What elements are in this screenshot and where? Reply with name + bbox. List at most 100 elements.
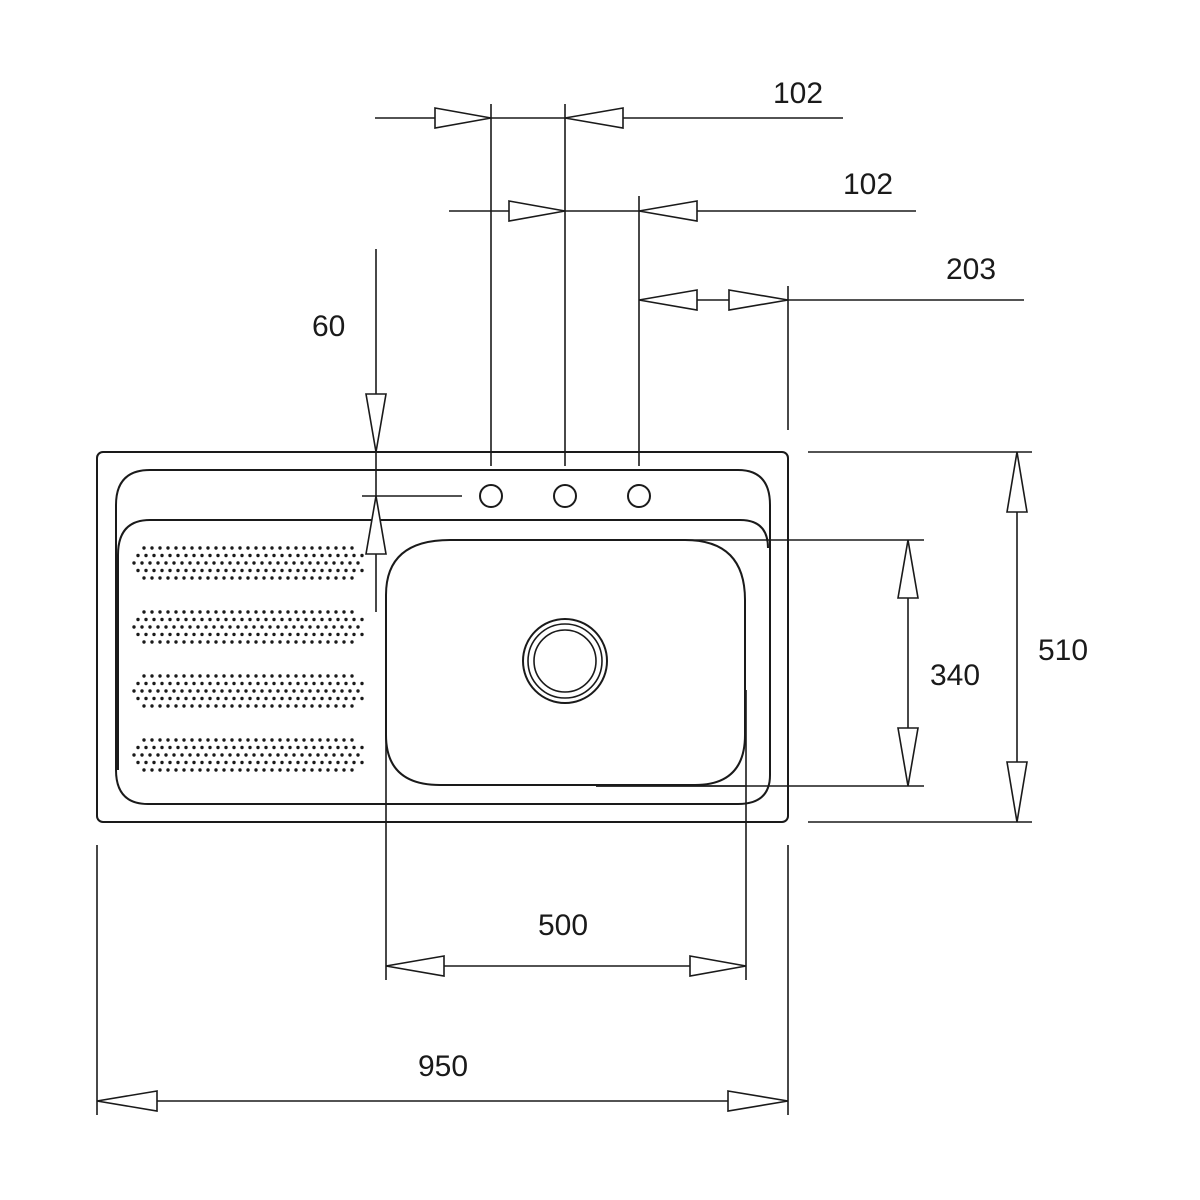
drainer-dot — [336, 760, 340, 765]
drainer-dot — [176, 617, 180, 622]
drainer-dot — [188, 625, 192, 629]
drainer-dot — [240, 568, 244, 573]
arrow-head — [1006, 761, 1028, 823]
drainer-dot — [206, 674, 210, 678]
drainer-dot — [272, 745, 276, 750]
drainer-dot — [356, 753, 360, 757]
drainer-dot — [142, 610, 146, 614]
drainer-dot — [348, 753, 352, 757]
drainer-dot — [336, 681, 340, 686]
drainer-dot — [224, 745, 228, 750]
drainer-dot — [324, 753, 328, 757]
drainer-dot — [310, 610, 314, 614]
drainer-dot — [166, 576, 170, 580]
drainer-dot — [172, 753, 176, 757]
drainer-dot — [334, 546, 338, 550]
drainer-dot — [344, 760, 348, 765]
drainer-dot — [344, 568, 348, 573]
drainer-dot — [280, 681, 284, 686]
drainer-dot — [328, 553, 332, 558]
drainer-dot — [196, 561, 200, 565]
drainer-dot — [312, 632, 316, 637]
drainer-dot — [324, 561, 328, 565]
drainer-dot — [222, 610, 226, 614]
drainer-dot — [206, 704, 210, 708]
drainer-dot — [204, 561, 208, 565]
drainer-dot — [232, 681, 236, 686]
drainer-dot — [296, 568, 300, 573]
drainer-dot — [174, 576, 178, 580]
drainer-dot — [182, 674, 186, 678]
drainer-dot — [150, 704, 154, 708]
drainer-dot — [304, 681, 308, 686]
drainer-dot — [156, 689, 160, 693]
drainer-dot — [262, 768, 266, 772]
drainer-dot — [318, 674, 322, 678]
drainer-dot — [232, 568, 236, 573]
drainer-dot — [246, 674, 250, 678]
arrow-head — [689, 955, 747, 977]
drainer-dot — [286, 738, 290, 742]
drainer-dot — [270, 610, 274, 614]
drainer-dot — [350, 704, 354, 708]
drainer-dot — [184, 568, 188, 573]
drainer-dot — [192, 568, 196, 573]
drainer-dot — [312, 681, 316, 686]
drainer-dot — [260, 625, 264, 629]
drainer-dot — [344, 745, 348, 750]
drainer-dot — [152, 553, 156, 558]
drainer-board-outline — [150, 519, 769, 549]
drainer-dot — [184, 760, 188, 765]
tap-holes — [479, 484, 651, 508]
drainer-dot — [292, 753, 296, 757]
drainer-dot — [326, 674, 330, 678]
drainer-dot — [334, 610, 338, 614]
drainer-dot — [144, 696, 148, 701]
drainer-dot — [302, 610, 306, 614]
drainer-dot — [304, 760, 308, 765]
arrow-head — [434, 107, 492, 129]
drainer-dot — [344, 681, 348, 686]
drainer-dot — [262, 546, 266, 550]
drainer-dot — [270, 704, 274, 708]
drainer-dot — [158, 610, 162, 614]
drainer-dot — [240, 681, 244, 686]
drainer-dot — [360, 745, 364, 750]
drainer-dot — [232, 745, 236, 750]
drainer-dot — [200, 681, 204, 686]
drainer-dot — [352, 696, 356, 701]
drainer-dot — [300, 625, 304, 629]
drainer-dot — [174, 640, 178, 644]
drainer-dot — [312, 696, 316, 701]
drainer-dot — [318, 546, 322, 550]
drainer-dot — [172, 689, 176, 693]
drainer-dot — [206, 738, 210, 742]
drainer-dot — [214, 576, 218, 580]
sink-inner-rim — [115, 469, 771, 805]
drainer-dot — [256, 745, 260, 750]
drainer-dot — [342, 576, 346, 580]
drainer-dot — [350, 546, 354, 550]
drainer-dot — [132, 625, 136, 629]
dim-tap-offset: 60 — [312, 249, 462, 612]
drainer-dot — [262, 674, 266, 678]
drainer-dot — [284, 689, 288, 693]
drainer-dot — [332, 625, 336, 629]
drainer-dot — [158, 640, 162, 644]
drainer-dot — [262, 640, 266, 644]
arrow-head — [385, 955, 445, 977]
drainer-dot — [142, 546, 146, 550]
drainer-dot — [168, 553, 172, 558]
drainer-dot — [224, 681, 228, 686]
drainer-dot — [184, 745, 188, 750]
tap-hole-icon — [479, 484, 503, 508]
drainer-dot — [264, 760, 268, 765]
drainer-dot — [252, 625, 256, 629]
drainer-dot — [246, 738, 250, 742]
drainer-dot — [160, 553, 164, 558]
drainer-dot — [156, 561, 160, 565]
drainer-dot — [360, 632, 364, 637]
drainer-dot — [360, 553, 364, 558]
drainer-dot — [230, 640, 234, 644]
drainer-dot — [230, 768, 234, 772]
